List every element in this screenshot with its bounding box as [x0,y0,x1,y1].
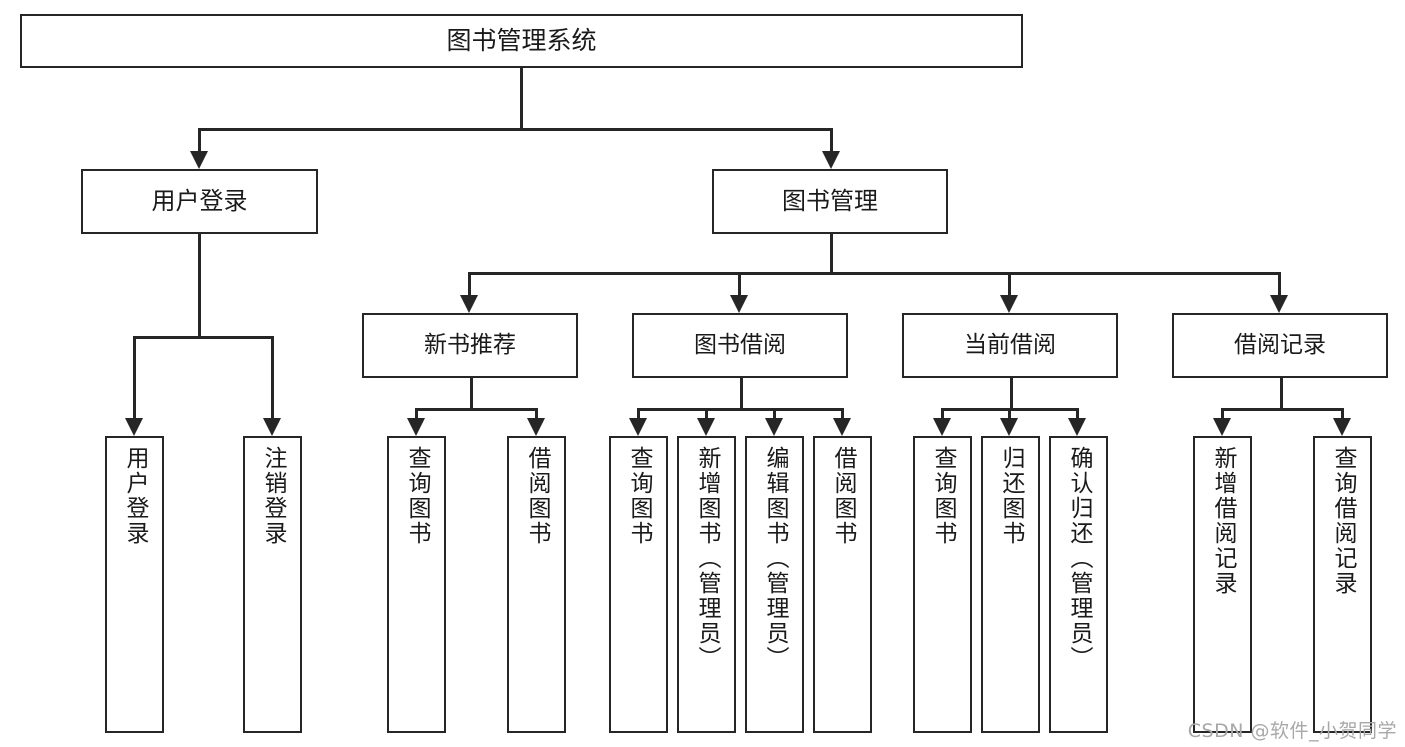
arrowhead-book-borrow-leaf-1 [629,418,647,436]
node-label: 新书推荐 [424,331,516,358]
connector-borrow-record-drop-2 [1341,408,1344,418]
leaf-current-borrow-query[interactable]: 查询图书 [913,436,972,733]
node-label: 归还图书 [998,446,1024,546]
node-label: 图书管理 [782,187,878,216]
connector-book-borrow-drop-4 [841,408,844,418]
connector-book-borrow-bus [637,408,843,411]
connector-user-login-drop-2 [271,336,274,418]
node-label: 编辑图书（管理员） [762,446,788,671]
node-label: 当前借阅 [964,331,1056,358]
node-new-book-recommend[interactable]: 新书推荐 [362,313,578,378]
arrowhead-root-to-user-login [190,151,208,169]
connector-book-borrow-drop-2 [705,408,708,418]
arrowhead-borrow-record-leaf-1 [1213,418,1231,436]
connector-current-borrow-drop-3 [1076,408,1079,418]
connector-borrow-record-drop-1 [1221,408,1224,418]
node-label: 确认归还（管理员） [1066,446,1092,671]
leaf-new-book-query[interactable]: 查询图书 [387,436,446,733]
connector-borrow-record-stem [1280,378,1283,408]
leaf-book-borrow-query[interactable]: 查询图书 [609,436,668,733]
arrowhead-current-borrow-leaf-1 [933,418,951,436]
leaf-borrow-record-query[interactable]: 查询借阅记录 [1313,436,1372,733]
node-label: 用户登录 [122,446,148,546]
leaf-new-book-borrow[interactable]: 借阅图书 [507,436,566,733]
node-label: 图书借阅 [694,331,786,358]
node-label: 注销登录 [260,446,286,546]
connector-book-manage-stem [830,234,833,272]
connector-book-manage-drop-1 [468,272,471,295]
connector-current-borrow-drop-1 [941,408,944,418]
arrowhead-to-new-book-recommend [460,295,478,313]
node-borrow-record[interactable]: 借阅记录 [1172,313,1388,378]
connector-new-book-bus [415,408,537,411]
connector-book-manage-drop-2 [738,272,741,295]
node-root-system[interactable]: 图书管理系统 [20,14,1023,68]
arrowhead-user-login-leaf-1 [125,418,143,436]
csdn-watermark: CSDN @软件_小贺同学 [1187,720,1397,742]
connector-user-login-stem [198,234,201,336]
connector-book-manage-bus [468,272,1280,275]
connector-new-book-drop-2 [535,408,538,418]
arrowhead-book-borrow-leaf-4 [833,418,851,436]
connector-root-stem [520,68,523,128]
connector-book-borrow-stem [740,378,743,408]
leaf-current-borrow-return[interactable]: 归还图书 [981,436,1040,733]
node-current-borrow[interactable]: 当前借阅 [902,313,1118,378]
connector-root-drop-1 [198,128,201,151]
connector-new-book-stem [470,378,473,408]
node-label: 借阅图书 [830,446,856,546]
arrowhead-current-borrow-leaf-3 [1068,418,1086,436]
arrowhead-to-book-borrow [730,295,748,313]
connector-current-borrow-drop-2 [1008,408,1011,418]
arrowhead-book-borrow-leaf-3 [765,418,783,436]
leaf-user-login-logout[interactable]: 注销登录 [243,436,302,733]
arrowhead-root-to-book-manage [822,151,840,169]
leaf-user-login-login[interactable]: 用户登录 [105,436,164,733]
connector-root-bus [198,128,832,131]
node-book-borrow[interactable]: 图书借阅 [632,313,848,378]
node-label: 查询图书 [626,446,652,546]
node-book-manage[interactable]: 图书管理 [712,169,948,234]
arrowhead-to-current-borrow [1000,295,1018,313]
connector-book-manage-drop-4 [1278,272,1281,295]
connector-new-book-drop-1 [415,408,418,418]
node-label: 借阅图书 [524,446,550,546]
node-label: 查询借阅记录 [1330,446,1356,596]
node-label: 新增借阅记录 [1210,446,1236,596]
connector-book-borrow-drop-1 [637,408,640,418]
arrowhead-new-book-leaf-1 [407,418,425,436]
arrowhead-user-login-leaf-2 [263,418,281,436]
connector-root-drop-2 [830,128,833,151]
leaf-current-borrow-confirm-return[interactable]: 确认归还（管理员） [1049,436,1108,733]
leaf-book-borrow-borrow[interactable]: 借阅图书 [813,436,872,733]
node-label: 借阅记录 [1234,331,1326,358]
arrowhead-new-book-leaf-2 [527,418,545,436]
connector-book-borrow-drop-3 [773,408,776,418]
leaf-borrow-record-add[interactable]: 新增借阅记录 [1193,436,1252,733]
node-user-login[interactable]: 用户登录 [81,169,318,234]
leaf-book-borrow-edit[interactable]: 编辑图书（管理员） [745,436,804,733]
arrowhead-to-borrow-record [1270,295,1288,313]
leaf-book-borrow-add[interactable]: 新增图书（管理员） [677,436,736,733]
connector-book-manage-drop-3 [1008,272,1011,295]
connector-borrow-record-bus [1221,408,1343,411]
node-label: 查询图书 [930,446,956,546]
node-label: 查询图书 [404,446,430,546]
arrowhead-book-borrow-leaf-2 [697,418,715,436]
arrowhead-borrow-record-leaf-2 [1333,418,1351,436]
node-label: 图书管理系统 [446,26,597,56]
node-label: 用户登录 [151,187,248,216]
arrowhead-current-borrow-leaf-2 [1000,418,1018,436]
node-label: 新增图书（管理员） [694,446,720,671]
connector-user-login-drop-1 [133,336,136,418]
connector-user-login-bus [133,336,273,339]
connector-current-borrow-stem [1010,378,1013,408]
